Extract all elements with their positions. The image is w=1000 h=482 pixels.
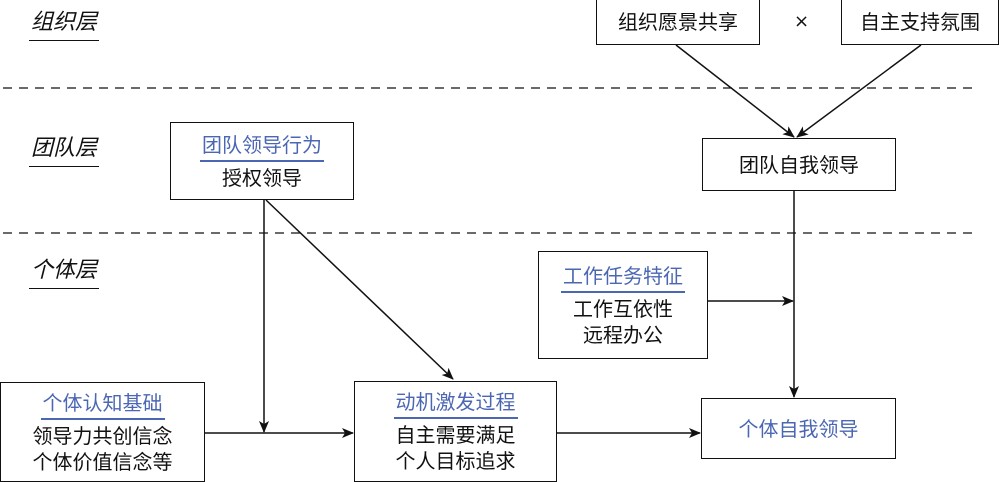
box-motivation-process-item: 自主需要满足 (395, 423, 516, 447)
arrow-empowering-to-motivation (265, 199, 454, 380)
box-team-leadership: 团队领导行为 授权领导 (170, 122, 354, 200)
box-task-characteristics-item: 工作互依性 (573, 296, 673, 321)
box-autonomy-support-label: 自主支持氛围 (860, 10, 980, 34)
box-vision-sharing-label: 组织愿景共享 (618, 10, 738, 34)
box-individual-self-leadership-label: 个体自我领导 (738, 416, 859, 441)
box-cognitive-basis-heading: 个体认知基础 (40, 390, 165, 420)
box-autonomy-support: 自主支持氛围 (841, 0, 999, 45)
box-team-self-leadership-label: 团队自我领导 (739, 152, 859, 177)
box-team-leadership-heading: 团队领导行为 (200, 132, 324, 162)
box-motivation-process-heading: 动机激发过程 (393, 389, 518, 419)
box-cognitive-basis-item: 个体价值信念等 (32, 449, 173, 474)
box-vision-sharing: 组织愿景共享 (596, 0, 760, 45)
box-task-characteristics-heading: 工作任务特征 (561, 263, 685, 293)
arrow-autonomy-to-team-self-leadership (796, 44, 922, 138)
box-team-leadership-item: 授权领导 (222, 165, 302, 190)
box-team-self-leadership: 团队自我领导 (702, 138, 896, 191)
box-cognitive-basis-item: 领导力共创信念 (32, 423, 173, 448)
arrow-vision-to-team-self-leadership (675, 44, 795, 138)
box-motivation-process-item: 个人目标追求 (395, 449, 516, 473)
box-task-characteristics-item: 远程办公 (583, 322, 663, 347)
box-motivation-process: 动机激发过程 自主需要满足 个人目标追求 (354, 381, 557, 482)
box-task-characteristics: 工作任务特征 工作互依性 远程办公 (538, 251, 708, 359)
layer-label-team: 团队层 (29, 136, 100, 167)
box-cognitive-basis: 个体认知基础 领导力共创信念 个体价值信念等 (0, 382, 205, 482)
layer-label-organization: 组织层 (29, 10, 100, 41)
layer-label-individual: 个体层 (29, 258, 100, 289)
interaction-operator: × (794, 11, 810, 32)
box-individual-self-leadership: 个体自我领导 (701, 398, 896, 459)
